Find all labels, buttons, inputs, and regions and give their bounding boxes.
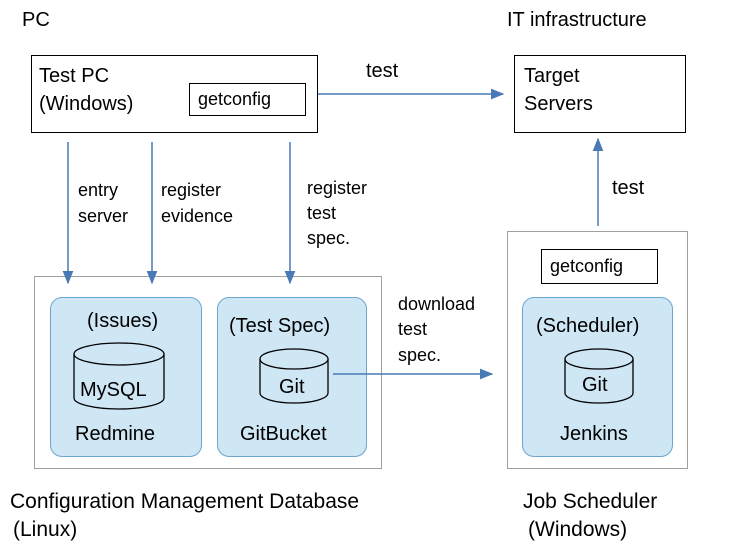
target-servers-line1: Target (524, 65, 580, 87)
entry-server-label-line1: entry (78, 180, 119, 200)
cmdb-caption: Configuration Management Database (10, 490, 360, 513)
mysql-cylinder (73, 354, 165, 410)
download-spec-label-line1: download (398, 294, 476, 314)
jenkins-git-label: Git (582, 374, 608, 396)
gitbucket-git-cylinder (259, 359, 329, 404)
gitbucket-name-label: GitBucket (240, 423, 327, 445)
scheduler-os-caption: (Windows) (528, 518, 628, 541)
download-spec-label-line2: test (398, 319, 428, 339)
gitbucket-role-label: (Test Spec) (229, 315, 331, 337)
it-infrastructure-label: IT infrastructure (507, 9, 647, 31)
scheduler-getconfig-label: getconfig (550, 256, 624, 276)
register-evidence-label-line1: register (161, 180, 222, 200)
target-servers-box (514, 55, 686, 133)
target-servers-line2: Servers (524, 93, 593, 115)
register-spec-label-line1: register (307, 178, 368, 198)
pc-section-label: PC (22, 9, 50, 31)
mysql-cylinder-top (73, 342, 165, 366)
gitbucket-git-cylinder-top (259, 348, 329, 370)
register-spec-label-line3: spec. (307, 228, 351, 248)
test-pc-title: Test PC (39, 65, 110, 87)
scheduler-to-target-label: test (612, 177, 645, 199)
redmine-name-label: Redmine (75, 423, 156, 445)
test-pc-getconfig-box (189, 83, 306, 116)
cmdb-os-caption: (Linux) (13, 518, 78, 541)
mysql-label: MySQL (80, 379, 147, 401)
scheduler-getconfig-box (541, 249, 658, 284)
entry-server-label-line2: server (78, 206, 129, 226)
test-pc-getconfig-label: getconfig (198, 89, 272, 109)
test-pc-to-target-label: test (366, 60, 399, 82)
download-spec-label-line3: spec. (398, 345, 442, 365)
jenkins-role-label: (Scheduler) (536, 315, 640, 337)
jenkins-git-cylinder-top (564, 348, 634, 370)
redmine-role-label: (Issues) (87, 310, 159, 332)
jenkins-name-label: Jenkins (560, 423, 628, 445)
test-pc-os: (Windows) (39, 93, 134, 115)
jenkins-git-cylinder (564, 359, 634, 404)
register-evidence-label-line2: evidence (161, 206, 234, 226)
scheduler-caption: Job Scheduler (523, 490, 658, 513)
gitbucket-git-label: Git (279, 376, 305, 398)
register-spec-label-line2: test (307, 203, 337, 223)
